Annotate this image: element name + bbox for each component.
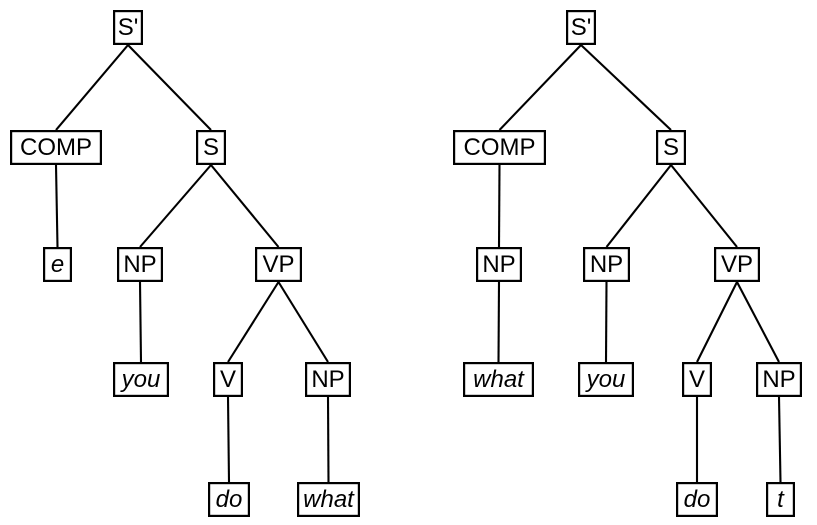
tree-node-R-NP1[interactable]: NP [582, 247, 630, 283]
node-label-R-VP: VP [721, 251, 753, 278]
tree-edge-L-COMP-to-L-e [54, 164, 59, 248]
tree-node-L-Sbar[interactable]: S' [112, 10, 143, 45]
tree-edge-R-VP-to-R-NP2 [736, 281, 780, 363]
node-box-L-COMP [10, 130, 103, 166]
node-label-L-Sbar: S' [118, 14, 139, 41]
tree-edge-R-S-to-R-NP1 [605, 164, 672, 248]
tree-node-R-do[interactable]: do [675, 482, 718, 518]
node-box-R-you [577, 362, 634, 398]
tree-edge-R-NP1-to-R-you [604, 281, 608, 363]
tree-edge-L-S-to-L-NP1 [139, 164, 212, 248]
tree-node-L-S[interactable]: S [196, 130, 227, 166]
node-box-L-VP [255, 247, 303, 283]
node-label-L-e: e [51, 251, 64, 278]
node-label-R-Sbar: S' [571, 14, 592, 41]
node-box-R-NP2 [755, 362, 802, 398]
tree-node-L-COMP[interactable]: COMP [10, 130, 103, 166]
tree-node-R-what[interactable]: what [463, 362, 535, 398]
tree-node-L-V[interactable]: V [213, 362, 244, 398]
node-box-R-NP1 [582, 247, 630, 283]
node-box-L-Sbar [112, 10, 143, 45]
node-label-L-NP2: NP [311, 366, 344, 393]
node-box-L-S [196, 130, 227, 166]
node-box-R-VP [713, 247, 760, 283]
tree-node-L-you[interactable]: you [112, 362, 169, 398]
tree-node-R-Sbar[interactable]: S' [565, 10, 596, 45]
tree-edge-L-VP-to-L-V [227, 281, 280, 363]
tree-node-R-t[interactable]: t [765, 482, 795, 518]
node-box-R-t [765, 482, 795, 518]
tree-node-L-what[interactable]: what [297, 482, 361, 518]
node-label-L-NP1: NP [123, 251, 156, 278]
tree-edge-R-NP2-to-R-t [777, 396, 782, 483]
node-label-L-what: what [303, 486, 355, 513]
tree-edge-L-NP1-to-L-you [138, 281, 143, 363]
node-box-R-V [681, 362, 712, 398]
tree-node-R-NP2[interactable]: NP [755, 362, 802, 398]
tree-node-R-COMP[interactable]: COMP [453, 130, 547, 166]
tree-edge-R-Sbar-to-R-S [580, 44, 672, 131]
node-label-R-t: t [777, 486, 785, 513]
tree-edge-L-Sbar-to-L-COMP [55, 44, 129, 131]
node-box-L-NP1 [116, 247, 163, 283]
node-label-R-you: you [585, 366, 626, 393]
node-label-L-VP: VP [262, 251, 294, 278]
tree-node-L-NP1[interactable]: NP [116, 247, 163, 283]
node-label-R-COMP: COMP [464, 134, 536, 161]
node-label-R-NP0: NP [482, 251, 515, 278]
tree-node-L-VP[interactable]: VP [255, 247, 303, 283]
tree-edge-R-COMP-to-R-NP0 [497, 164, 501, 248]
edges-layer [54, 44, 782, 483]
tree-edge-R-Sbar-to-R-COMP [498, 44, 582, 131]
tree-node-R-V[interactable]: V [681, 362, 712, 398]
tree-node-L-NP2[interactable]: NP [305, 362, 352, 398]
node-label-L-V: V [220, 366, 236, 393]
node-label-L-COMP: COMP [20, 134, 92, 161]
node-box-R-do [675, 482, 718, 518]
tree-edge-R-VP-to-R-V [696, 281, 738, 363]
node-label-R-S: S [663, 134, 679, 161]
node-box-L-e [42, 247, 72, 283]
node-box-L-NP2 [305, 362, 352, 398]
tree-edge-R-S-to-R-VP [670, 164, 738, 248]
tree-node-R-S[interactable]: S [655, 130, 686, 166]
node-label-R-V: V [689, 366, 705, 393]
node-label-R-what: what [473, 366, 525, 393]
tree-node-R-NP0[interactable]: NP [476, 247, 523, 283]
tree-edges-deep-structure-tree [54, 44, 330, 483]
node-box-L-V [213, 362, 244, 398]
tree-edge-L-VP-to-L-NP2 [277, 281, 329, 363]
node-label-R-NP2: NP [762, 366, 795, 393]
node-box-L-you [112, 362, 169, 398]
tree-edge-L-V-to-L-do [226, 396, 231, 483]
tree-edges-surface-structure-tree [497, 44, 782, 483]
node-label-R-do: do [684, 486, 711, 513]
node-box-R-Sbar [565, 10, 596, 45]
node-box-L-what [297, 482, 361, 518]
tree-node-R-VP[interactable]: VP [713, 247, 760, 283]
node-box-R-S [655, 130, 686, 166]
tree-edge-L-Sbar-to-L-S [127, 44, 212, 131]
tree-nodes-surface-structure-tree: S' COMP S NP NP VP what you V NP do t [453, 10, 802, 518]
node-box-R-COMP [453, 130, 547, 166]
node-box-L-do [208, 482, 251, 518]
tree-node-L-e[interactable]: e [42, 247, 72, 283]
tree-node-R-you[interactable]: you [577, 362, 634, 398]
node-label-L-S: S [203, 134, 219, 161]
tree-edge-R-NP0-to-R-what [497, 281, 501, 363]
tree-edge-L-NP2-to-L-what [326, 396, 330, 483]
node-label-R-NP1: NP [590, 251, 623, 278]
tree-edge-L-S-to-L-VP [210, 164, 280, 248]
node-label-L-you: you [120, 366, 161, 393]
node-box-R-what [463, 362, 535, 398]
node-label-L-do: do [216, 486, 243, 513]
tree-node-L-do[interactable]: do [208, 482, 251, 518]
node-box-R-NP0 [476, 247, 523, 283]
